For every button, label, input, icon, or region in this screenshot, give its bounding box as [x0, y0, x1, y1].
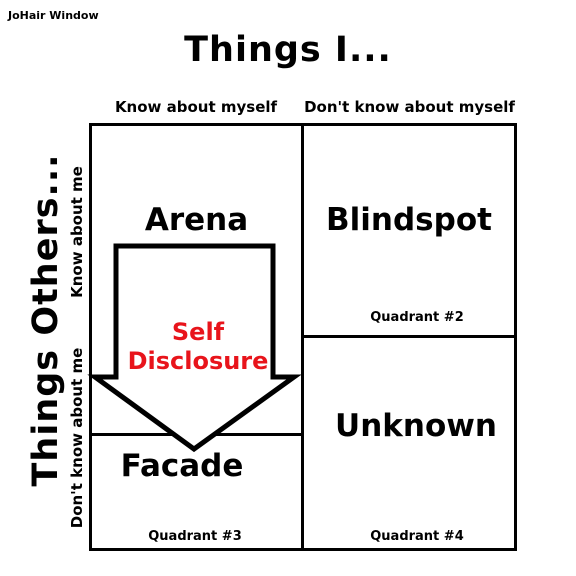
column-header-know-about-myself: Know about myself [114, 98, 278, 116]
quadrant-facade-name: Facade [120, 448, 244, 484]
quadrant-unknown-box [301, 335, 517, 551]
quadrant-4-number-label: Quadrant #4 [370, 529, 464, 544]
quadrant-unknown-name: Unknown [335, 408, 497, 444]
diagram-title-top: Things I... [184, 30, 392, 70]
self-disclosure-label: Self Disclosure [108, 318, 288, 376]
self-disclosure-label-line2: Disclosure [127, 347, 269, 375]
quadrant-3-number-label: Quadrant #3 [148, 529, 242, 544]
quadrant-arena-name: Arena [144, 202, 249, 238]
self-disclosure-label-line1: Self [171, 318, 225, 346]
column-header-dont-know-about-myself: Don't know about myself [304, 98, 515, 116]
quadrant-2-number-label: Quadrant #2 [370, 310, 464, 325]
window-title: JoHair Window [8, 9, 99, 22]
quadrant-blindspot-name: Blindspot [326, 202, 492, 238]
